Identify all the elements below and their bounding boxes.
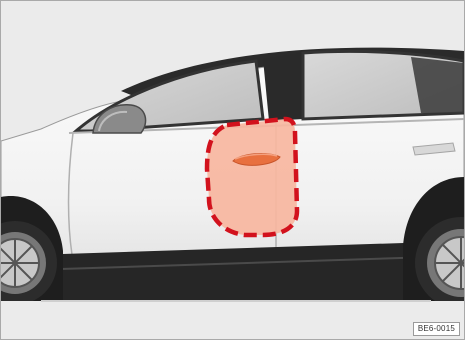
- door-handle-highlight: [207, 119, 297, 235]
- figure-code-label: BE6-0015: [413, 322, 460, 336]
- ground: [1, 301, 464, 339]
- highlight-outline: [207, 119, 297, 235]
- b-pillar: [263, 53, 303, 121]
